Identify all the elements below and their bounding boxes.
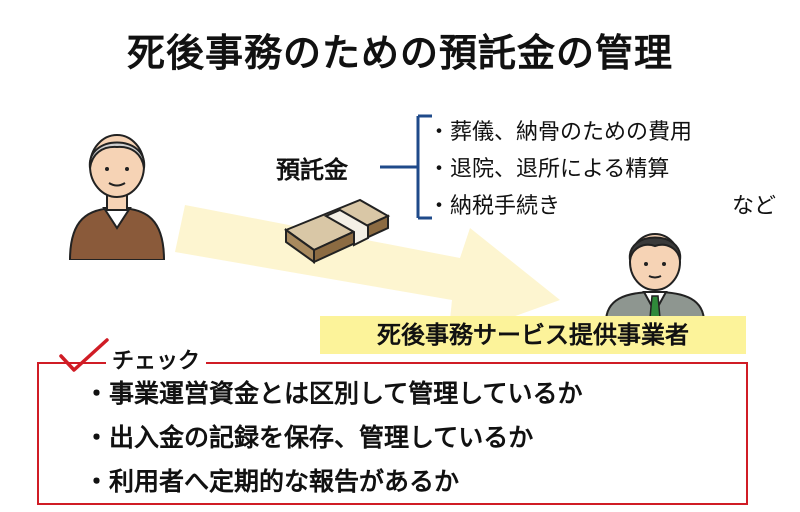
checklist-box [37,362,748,505]
checklist-item: ・出入金の記録を保存、管理しているか [84,423,534,452]
fee-item: ・納税手続き [428,194,561,219]
page-title: 死後事務のための預託金の管理 [126,31,673,75]
fee-etc-label: など [732,194,777,219]
checklist-title: チェック [106,343,207,375]
elderly-user-illustration [68,134,166,260]
fee-item: ・退院、退所による精算 [428,157,670,182]
money-bundle-icon [283,198,391,264]
checklist-item: ・利用者へ定期的な報告があるか [84,467,460,496]
service-provider-illustration [604,233,706,322]
bracket-connector [380,114,432,220]
checklist-item: ・事業運営資金とは区別して管理しているか [84,379,583,408]
fee-item: ・葬儀、納骨のための費用 [428,120,693,145]
checkmark-icon [59,338,109,372]
service-provider-label: 死後事務サービス提供事業者 [320,316,746,354]
deposit-label: 預託金 [276,156,348,184]
